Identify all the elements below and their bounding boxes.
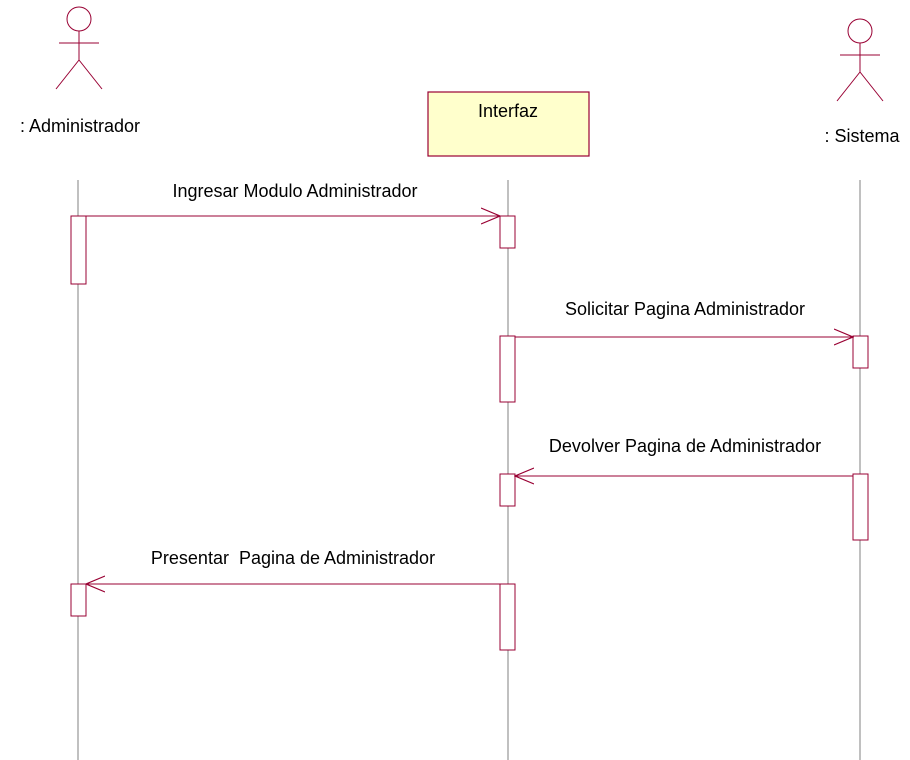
object-box bbox=[427, 91, 590, 157]
activation-bar bbox=[852, 473, 869, 541]
object-label-interfaz: Interfaz bbox=[478, 101, 538, 121]
message-devolver-pagina[interactable]: Devolver Pagina de Administrador bbox=[515, 436, 853, 476]
message-label: Ingresar Modulo Administrador bbox=[172, 181, 417, 201]
activation-bar bbox=[499, 583, 516, 651]
message-label: Devolver Pagina de Administrador bbox=[549, 436, 821, 456]
activation-bar bbox=[499, 335, 516, 403]
actor-label-administrador: : Administrador bbox=[20, 116, 140, 136]
stick-figure-icon bbox=[836, 18, 884, 102]
actor-label-sistema: : Sistema bbox=[824, 126, 900, 146]
activation-bar bbox=[852, 335, 869, 369]
actor-administrador[interactable]: : Administrador bbox=[20, 6, 140, 136]
message-ingresar-modulo[interactable]: Ingresar Modulo Administrador bbox=[86, 181, 500, 216]
message-presentar-pagina[interactable]: Presentar Pagina de Administrador bbox=[86, 548, 500, 584]
stick-figure-icon bbox=[55, 6, 103, 90]
message-solicitar-pagina[interactable]: Solicitar Pagina Administrador bbox=[515, 299, 853, 337]
activation-bar bbox=[499, 473, 516, 507]
activation-bar bbox=[499, 215, 516, 249]
activation-bar bbox=[70, 583, 87, 617]
message-label: Presentar Pagina de Administrador bbox=[151, 548, 435, 568]
message-label: Solicitar Pagina Administrador bbox=[565, 299, 805, 319]
object-interfaz[interactable]: Interfaz bbox=[427, 91, 590, 157]
activation-bar bbox=[70, 215, 87, 285]
actor-sistema[interactable]: : Sistema bbox=[824, 18, 900, 146]
